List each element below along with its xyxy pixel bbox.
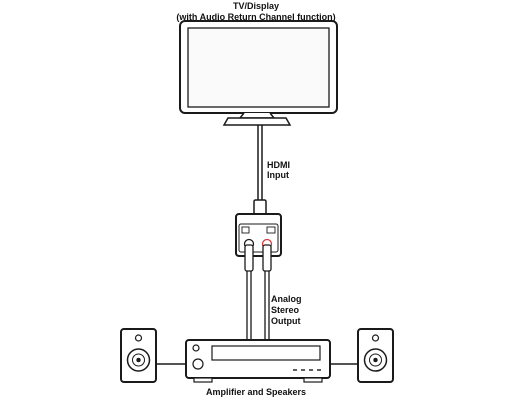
amplifier-label: Amplifier and Speakers [205,387,307,397]
hdmi-cable [253,125,267,229]
amp-foot-right [303,377,323,383]
amp-button [192,358,204,370]
tv-stand-base [222,117,292,126]
speaker-tweeter [134,334,143,342]
analog-label-line1: Analog [271,294,302,304]
amplifier [185,339,331,383]
tv-title: TV/Display [232,1,279,11]
rca-plug-right [262,244,272,272]
speaker-tweeter [371,334,380,342]
amp-knob [192,344,200,352]
analog-cable [244,244,272,342]
amp-display [211,345,321,361]
tv-display [179,20,338,126]
tv-subtitle: (with Audio Return Channel function) [176,12,336,22]
speaker-right [357,328,394,383]
switch [266,226,276,234]
hdmi-label-line1: HDMI [267,160,290,170]
speaker-left [120,328,157,383]
hdmi-label-line2: Input [267,170,289,180]
analog-label-line3: Output [271,316,301,326]
power-port [241,226,250,234]
audio-extractor [235,213,282,257]
tv-screen [187,27,330,108]
amp-foot-left [193,377,213,383]
rca-plug-left [244,244,254,272]
analog-label-line2: Stereo [271,305,300,315]
